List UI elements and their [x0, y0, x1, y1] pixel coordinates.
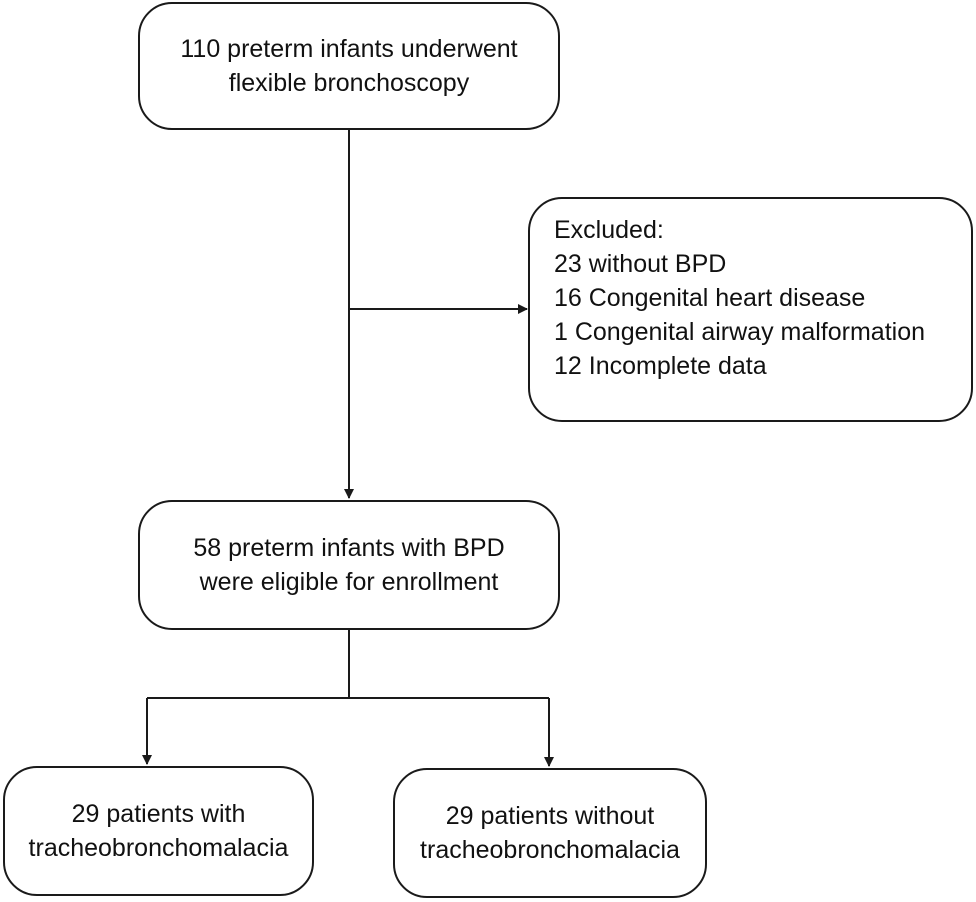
- box-text-line: tracheobronchomalacia: [28, 834, 289, 862]
- box-text-line: tracheobronchomalacia: [420, 836, 680, 864]
- box-text-line: 29 patients with: [71, 800, 246, 828]
- box-text-line: 29 patients without: [445, 802, 655, 830]
- box-with-tbm: 29 patients with tracheobronchomalacia: [3, 766, 314, 896]
- excluded-item: 12 Incomplete data: [554, 352, 767, 380]
- box-text-line: 110 preterm infants underwent: [180, 35, 518, 63]
- excluded-item: 1 Congenital airway malformation: [554, 318, 926, 346]
- box-text-line: were eligible for enrollment: [199, 568, 499, 596]
- excluded-heading: Excluded:: [554, 216, 664, 244]
- box-text-line: flexible bronchoscopy: [228, 69, 470, 97]
- box-text-line: 58 preterm infants with BPD: [193, 534, 505, 562]
- excluded-item: 23 without BPD: [554, 250, 727, 278]
- box-excluded: Excluded: 23 without BPD 16 Congenital h…: [528, 197, 973, 422]
- excluded-item: 16 Congenital heart disease: [554, 284, 866, 312]
- box-initial-cohort: 110 preterm infants underwent flexible b…: [138, 2, 560, 130]
- box-without-tbm: 29 patients without tracheobronchomalaci…: [393, 768, 707, 898]
- box-eligible-cohort: 58 preterm infants with BPD were eligibl…: [138, 500, 560, 630]
